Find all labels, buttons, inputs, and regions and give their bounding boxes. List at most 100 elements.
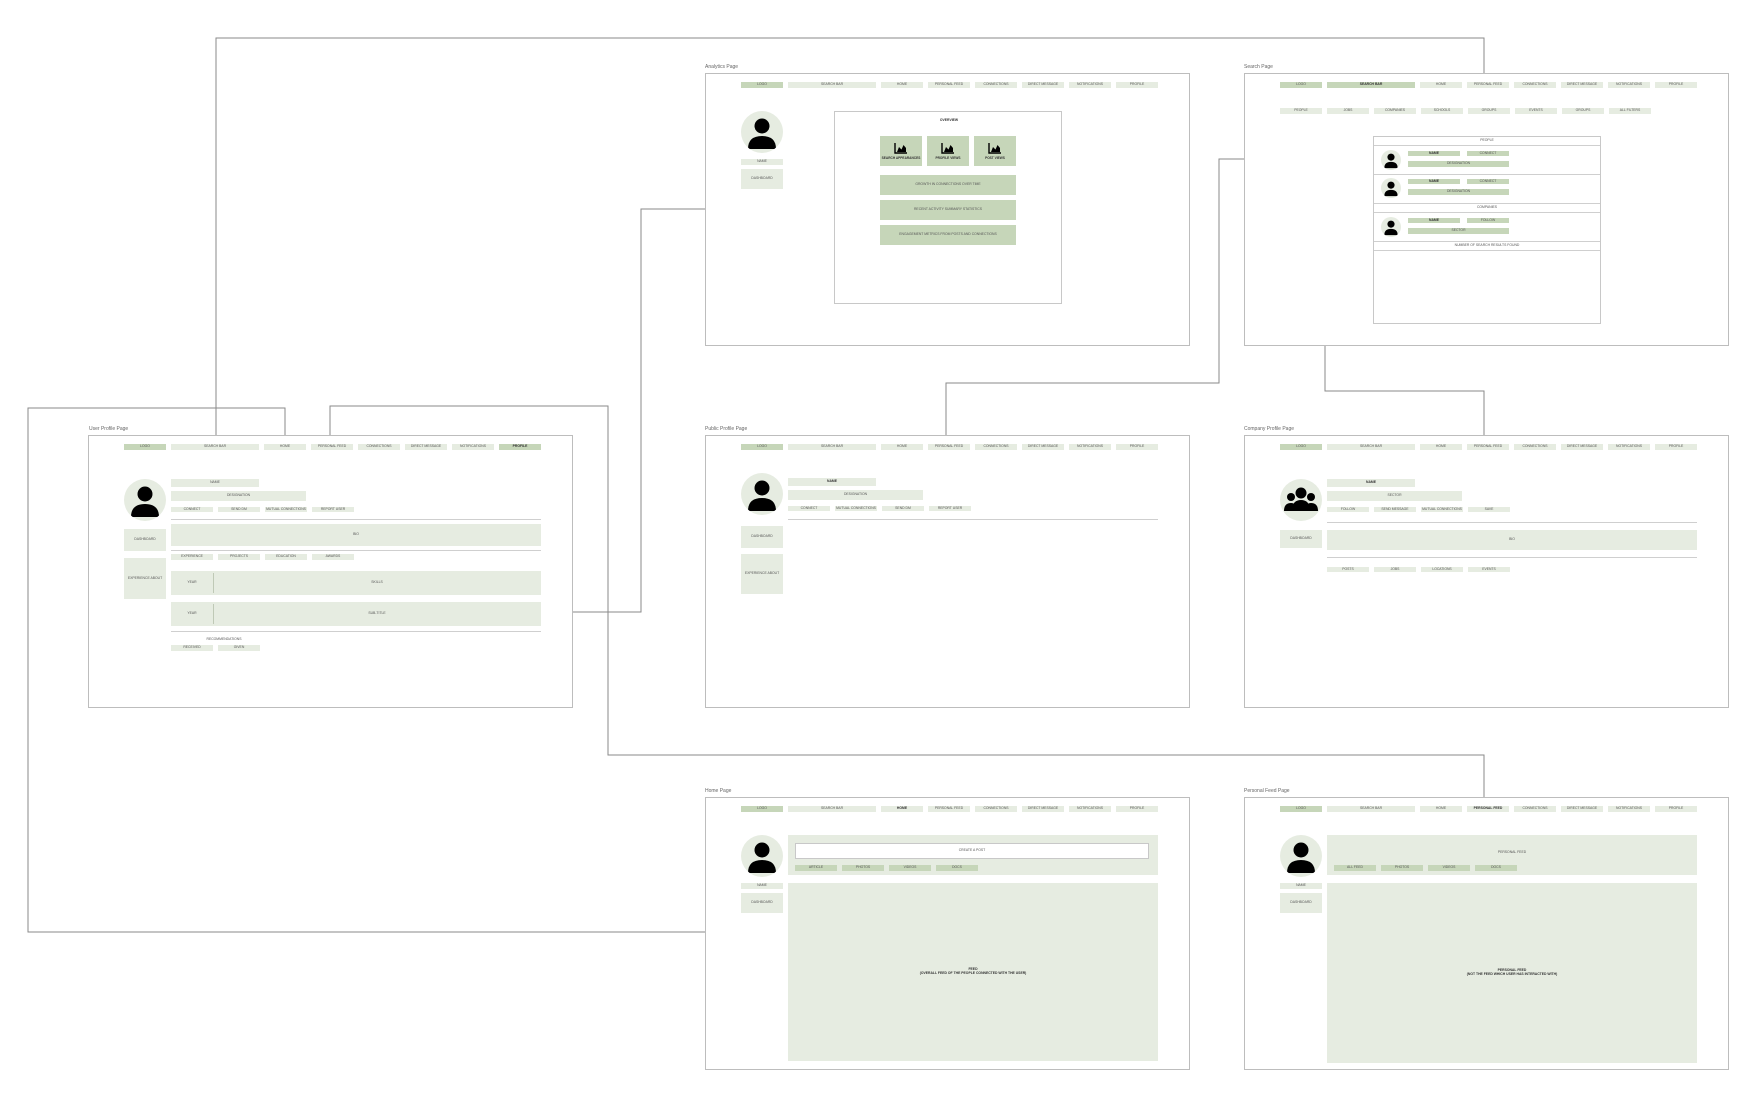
post-type-article[interactable]: ARTICLE xyxy=(795,865,837,871)
filter-companies[interactable]: COMPANIES xyxy=(1374,108,1416,114)
nav-personal-feed[interactable]: PERSONAL FEED xyxy=(1467,806,1509,812)
nav-logo[interactable]: LOGO xyxy=(741,806,783,812)
connect-button[interactable]: CONNECT xyxy=(788,506,830,511)
tab-education[interactable]: EDUCATION xyxy=(265,554,307,560)
nav-notifications[interactable]: NOTIFICATIONS xyxy=(1608,82,1650,88)
nav-notifications[interactable]: NOTIFICATIONS xyxy=(1069,82,1111,88)
send-message-button[interactable]: SEND MESSAGE xyxy=(1374,507,1416,512)
feed-area[interactable]: FEED (OVERALL FEED OF THE PEOPLE CONNECT… xyxy=(788,883,1158,1061)
nav-direct-message[interactable]: DIRECT MESSAGE xyxy=(405,444,447,450)
nav-profile[interactable]: PROFILE xyxy=(1655,444,1697,450)
nav-personal-feed[interactable]: PERSONAL FEED xyxy=(928,82,970,88)
connect-button[interactable]: CONNECT xyxy=(171,507,213,512)
nav-logo[interactable]: LOGO xyxy=(124,444,166,450)
tile-post-views[interactable]: POST VIEWS xyxy=(974,136,1016,166)
metric-bar-1[interactable]: GROWTH IN CONNECTIONS OVER TIME xyxy=(880,175,1016,195)
nav-logo[interactable]: LOGO xyxy=(1280,82,1322,88)
nav-direct-message[interactable]: DIRECT MESSAGE xyxy=(1022,806,1064,812)
nav-notifications[interactable]: NOTIFICATIONS xyxy=(1069,444,1111,450)
filter-schools[interactable]: SCHOOLS xyxy=(1421,108,1463,114)
nav-connections[interactable]: CONNECTIONS xyxy=(1514,806,1556,812)
nav-search-bar[interactable]: SEARCH BAR xyxy=(788,444,876,450)
send-dm-button[interactable]: SEND DM xyxy=(218,507,260,512)
report-user-button[interactable]: REPORT USER xyxy=(312,507,354,512)
nav-profile[interactable]: PROFILE xyxy=(1116,806,1158,812)
tab-jobs[interactable]: JOBS xyxy=(1374,567,1416,572)
filter-groups[interactable]: GROUPS xyxy=(1468,108,1510,114)
save-button[interactable]: SAVE xyxy=(1468,507,1510,512)
tile-profile-views[interactable]: PROFILE VIEWS xyxy=(927,136,969,166)
post-type-docs[interactable]: DOCS xyxy=(936,865,978,871)
nav-logo[interactable]: LOGO xyxy=(1280,444,1322,450)
nav-direct-message[interactable]: DIRECT MESSAGE xyxy=(1022,82,1064,88)
nav-notifications[interactable]: NOTIFICATIONS xyxy=(1069,806,1111,812)
result-name[interactable]: NAME xyxy=(1408,151,1460,156)
nav-home[interactable]: HOME xyxy=(264,444,306,450)
given-button[interactable]: GIVEN xyxy=(218,645,260,651)
nav-search-bar[interactable]: SEARCH BAR xyxy=(1327,806,1415,812)
nav-direct-message[interactable]: DIRECT MESSAGE xyxy=(1022,444,1064,450)
nav-notifications[interactable]: NOTIFICATIONS xyxy=(452,444,494,450)
sidebar-experience-about[interactable]: EXPERIENCE ABOUT xyxy=(124,558,166,599)
nav-notifications[interactable]: NOTIFICATIONS xyxy=(1608,806,1650,812)
received-button[interactable]: RECEIVED xyxy=(171,645,213,651)
tab-projects[interactable]: PROJECTS xyxy=(218,554,260,560)
sidebar-dashboard[interactable]: DASHBOARD xyxy=(741,893,783,913)
nav-home[interactable]: HOME xyxy=(1420,444,1462,450)
nav-notifications[interactable]: NOTIFICATIONS xyxy=(1608,444,1650,450)
sidebar-dashboard[interactable]: DASHBOARD xyxy=(124,529,166,551)
mutual-connections-button[interactable]: MUTUAL CONNECTIONS xyxy=(265,507,307,512)
nav-connections[interactable]: CONNECTIONS xyxy=(975,806,1017,812)
nav-personal-feed[interactable]: PERSONAL FEED xyxy=(1467,444,1509,450)
nav-personal-feed[interactable]: PERSONAL FEED xyxy=(928,444,970,450)
filter-people[interactable]: PEOPLE xyxy=(1280,108,1322,114)
filter-jobs[interactable]: JOBS xyxy=(1327,108,1369,114)
nav-direct-message[interactable]: DIRECT MESSAGE xyxy=(1561,806,1603,812)
sidebar-dashboard[interactable]: DASHBOARD xyxy=(1280,530,1322,548)
nav-direct-message[interactable]: DIRECT MESSAGE xyxy=(1561,444,1603,450)
filter-docs[interactable]: DOCS xyxy=(1475,865,1517,871)
sidebar-dashboard[interactable]: DASHBOARD xyxy=(1280,893,1322,913)
nav-direct-message[interactable]: DIRECT MESSAGE xyxy=(1561,82,1603,88)
nav-logo[interactable]: LOGO xyxy=(741,444,783,450)
nav-home[interactable]: HOME xyxy=(881,444,923,450)
nav-connections[interactable]: CONNECTIONS xyxy=(1514,82,1556,88)
tab-locations[interactable]: LOCATIONS xyxy=(1421,567,1463,572)
nav-home[interactable]: HOME xyxy=(1420,82,1462,88)
filter-videos[interactable]: VIDEOS xyxy=(1428,865,1470,871)
mutual-connections-button[interactable]: MUTUAL CONNECTIONS xyxy=(1421,507,1463,512)
filter-photos[interactable]: PHOTOS xyxy=(1381,865,1423,871)
tab-awards[interactable]: AWARDS xyxy=(312,554,354,560)
result-name[interactable]: NAME xyxy=(1408,179,1460,184)
report-user-button[interactable]: REPORT USER xyxy=(929,506,971,511)
personal-feed-area[interactable]: PERSONAL FEED (NOT THE FEED WHICH USER H… xyxy=(1327,883,1697,1063)
metric-bar-2[interactable]: RECENT ACTIVITY SUMMARY STATISTICS xyxy=(880,200,1016,220)
nav-profile[interactable]: PROFILE xyxy=(1655,82,1697,88)
post-type-videos[interactable]: VIDEOS xyxy=(889,865,931,871)
result-connect-button[interactable]: CONNECT xyxy=(1467,179,1509,184)
filter-all-feed[interactable]: ALL FEED xyxy=(1334,865,1376,871)
send-dm-button[interactable]: SEND DM xyxy=(882,506,924,511)
nav-logo[interactable]: LOGO xyxy=(1280,806,1322,812)
nav-search-bar[interactable]: SEARCH BAR xyxy=(1327,444,1415,450)
nav-profile[interactable]: PROFILE xyxy=(1116,444,1158,450)
metric-bar-3[interactable]: ENGAGEMENT METRICS FROM POSTS AND CONNEC… xyxy=(880,225,1016,245)
nav-connections[interactable]: CONNECTIONS xyxy=(358,444,400,450)
nav-connections[interactable]: CONNECTIONS xyxy=(1514,444,1556,450)
sidebar-dashboard[interactable]: DASHBOARD xyxy=(741,526,783,548)
nav-home[interactable]: HOME xyxy=(1420,806,1462,812)
nav-search-bar[interactable]: SEARCH BAR xyxy=(1327,82,1415,88)
nav-search-bar[interactable]: SEARCH BAR xyxy=(171,444,259,450)
tab-posts[interactable]: POSTS xyxy=(1327,567,1369,572)
mutual-connections-button[interactable]: MUTUAL CONNECTIONS xyxy=(835,506,877,511)
nav-connections[interactable]: CONNECTIONS xyxy=(975,444,1017,450)
nav-home[interactable]: HOME xyxy=(881,82,923,88)
filter-groups-2[interactable]: GROUPS xyxy=(1562,108,1604,114)
nav-profile[interactable]: PROFILE xyxy=(1116,82,1158,88)
follow-button[interactable]: FOLLOW xyxy=(1327,507,1369,512)
result-connect-button[interactable]: CONNECT xyxy=(1467,151,1509,156)
nav-search-bar[interactable]: SEARCH BAR xyxy=(788,806,876,812)
nav-personal-feed[interactable]: PERSONAL FEED xyxy=(928,806,970,812)
nav-connections[interactable]: CONNECTIONS xyxy=(975,82,1017,88)
filter-events[interactable]: EVENTS xyxy=(1515,108,1557,114)
